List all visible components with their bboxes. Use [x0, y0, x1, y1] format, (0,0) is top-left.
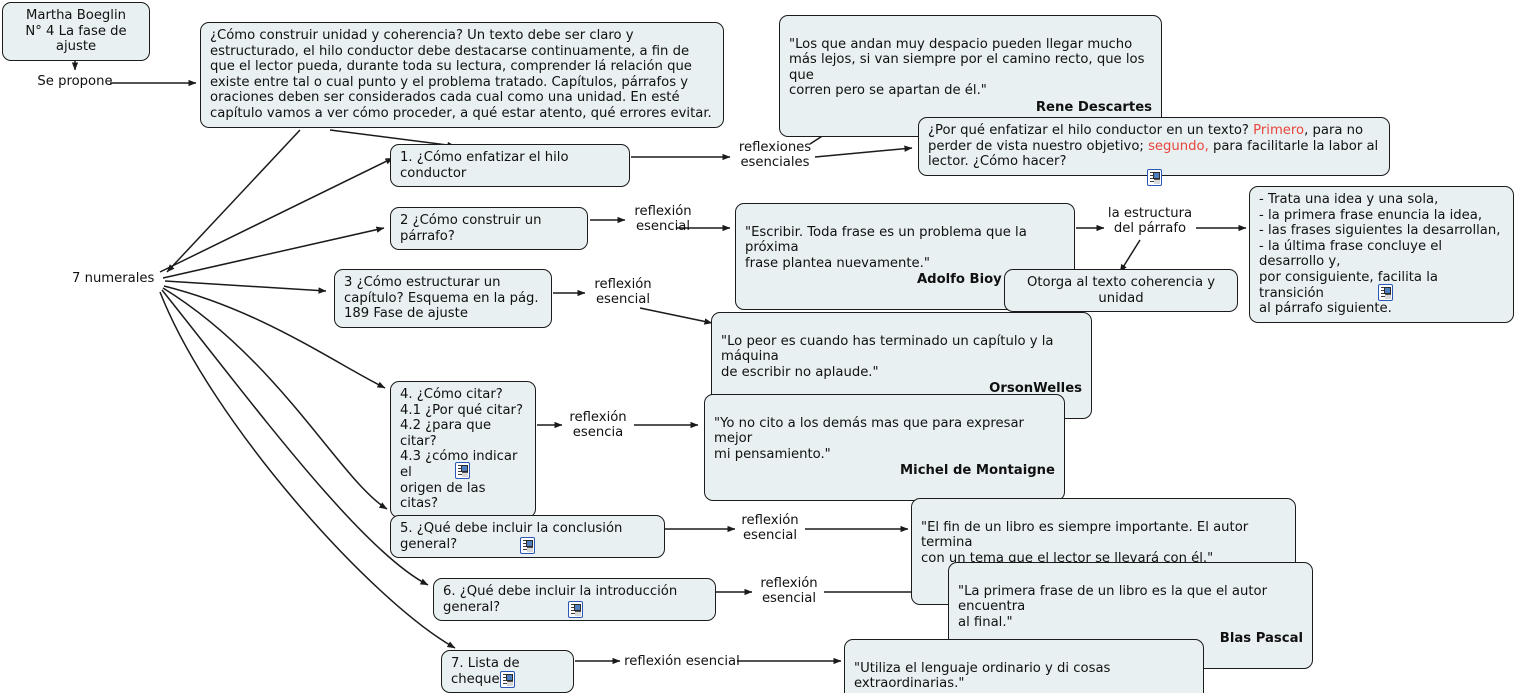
link-label-reflexion-esencial-4: reflexión esencial	[760, 576, 818, 607]
quote-text: "Los que andan muy despacio pueden llega…	[789, 36, 1145, 99]
quote-author: Michel de Montaigne	[900, 463, 1055, 479]
explanation-part-3: para facilitarle la labor al lector. ¿Có…	[928, 138, 1379, 170]
note-attachment-icon[interactable]	[568, 601, 583, 618]
note-fold-icon	[507, 681, 513, 686]
link-label-reflexion-esencial-1: reflexión esencial	[634, 204, 692, 235]
quote-author: Rene Descartes	[1035, 99, 1152, 115]
note-attachment-icon[interactable]	[1378, 284, 1393, 301]
numeral-node-2[interactable]: 2 ¿Cómo construir un párrafo?	[390, 207, 588, 251]
note-fold-icon	[527, 547, 533, 552]
note-attachment-icon[interactable]	[520, 537, 535, 554]
quote-author: Blas Pascal	[1219, 631, 1303, 647]
note-attachment-icon[interactable]	[1147, 169, 1162, 186]
explanation-node-otorga-coherencia[interactable]: Otorga al texto coherencia y unidad	[1004, 269, 1238, 313]
link-label-se-propone: Se propone	[37, 74, 113, 89]
explanation-node-hilo-conductor[interactable]: ¿Por qué enfatizar el hilo conductor en …	[918, 117, 1390, 176]
link-label-reflexion-esencia: reflexión esencia	[569, 410, 627, 441]
note-thumbnail-icon	[460, 465, 468, 472]
hub-7-numerales[interactable]: 7 numerales	[72, 271, 155, 286]
quote-author: OrsonWelles	[989, 381, 1082, 397]
numeral-node-4[interactable]: 4. ¿Cómo citar? 4.1 ¿Por qué citar? 4.2 …	[390, 381, 536, 518]
explanation-part-1: ¿Por qué enfatizar el hilo conductor en …	[928, 123, 1254, 138]
numeral-node-3[interactable]: 3 ¿Cómo estructurar un capítulo? Esquema…	[334, 269, 552, 328]
quote-node-michel-de-montaigne[interactable]: "Yo no cito a los demás mas que para exp…	[704, 394, 1065, 501]
note-thumbnail-icon	[1152, 172, 1160, 179]
note-attachment-icon[interactable]	[455, 462, 470, 479]
quote-node-arthur-schopenhauer[interactable]: "Utiliza el lenguaje ordinario y di cosa…	[844, 639, 1204, 693]
numeral-node-6[interactable]: 6. ¿Qué debe incluir la introducción gen…	[433, 578, 716, 622]
note-thumbnail-icon	[573, 604, 581, 611]
note-fold-icon	[1154, 179, 1160, 184]
explanation-part-2: , para no perder de vista nuestro objeti…	[928, 123, 1364, 154]
note-attachment-icon[interactable]	[500, 671, 515, 688]
quote-text: "El fin de un libro es siempre important…	[921, 519, 1249, 566]
quote-text: "Escribir. Toda frase es un problema que…	[745, 224, 1027, 271]
explanation-highlight-primero: Primero	[1253, 123, 1305, 138]
note-fold-icon	[1385, 294, 1391, 299]
note-thumbnail-icon	[505, 674, 513, 681]
quote-text: "Yo no cito a los demás mas que para exp…	[714, 415, 1024, 462]
note-thumbnail-icon	[525, 540, 533, 547]
numeral-node-1[interactable]: 1. ¿Cómo enfatizar el hilo conductor	[390, 144, 630, 188]
quote-text: "La primera frase de un libro es la que …	[958, 583, 1268, 630]
note-fold-icon	[575, 611, 581, 616]
link-label-estructura-del-parrafo: la estructura del párrafo	[1107, 206, 1193, 237]
link-label-reflexiones-esenciales: reflexiones esenciales	[738, 140, 812, 171]
link-label-reflexion-esencial-2: reflexión esencial	[594, 277, 652, 308]
title-node[interactable]: Martha Boeglin N° 4 La fase de ajuste	[2, 2, 150, 61]
note-thumbnail-icon	[1383, 287, 1391, 294]
link-label-reflexion-esencial-3: reflexión esencial	[741, 513, 799, 544]
quote-node-adolfo-bioy-casares[interactable]: "Escribir. Toda frase es un problema que…	[735, 203, 1075, 310]
note-fold-icon	[462, 472, 468, 477]
quote-text: "Utiliza el lenguaje ordinario y di cosa…	[854, 660, 1111, 692]
intro-text-node[interactable]: ¿Cómo construir unidad y coherencia? Un …	[200, 22, 724, 128]
link-label-reflexion-esencial-5: reflexión esencial	[624, 654, 740, 669]
explanation-node-parrafo-rules[interactable]: - Trata una idea y una sola, - la primer…	[1249, 186, 1514, 323]
explanation-highlight-segundo: segundo,	[1148, 138, 1209, 154]
quote-text: "Lo peor es cuando has terminado un capí…	[721, 333, 1054, 380]
